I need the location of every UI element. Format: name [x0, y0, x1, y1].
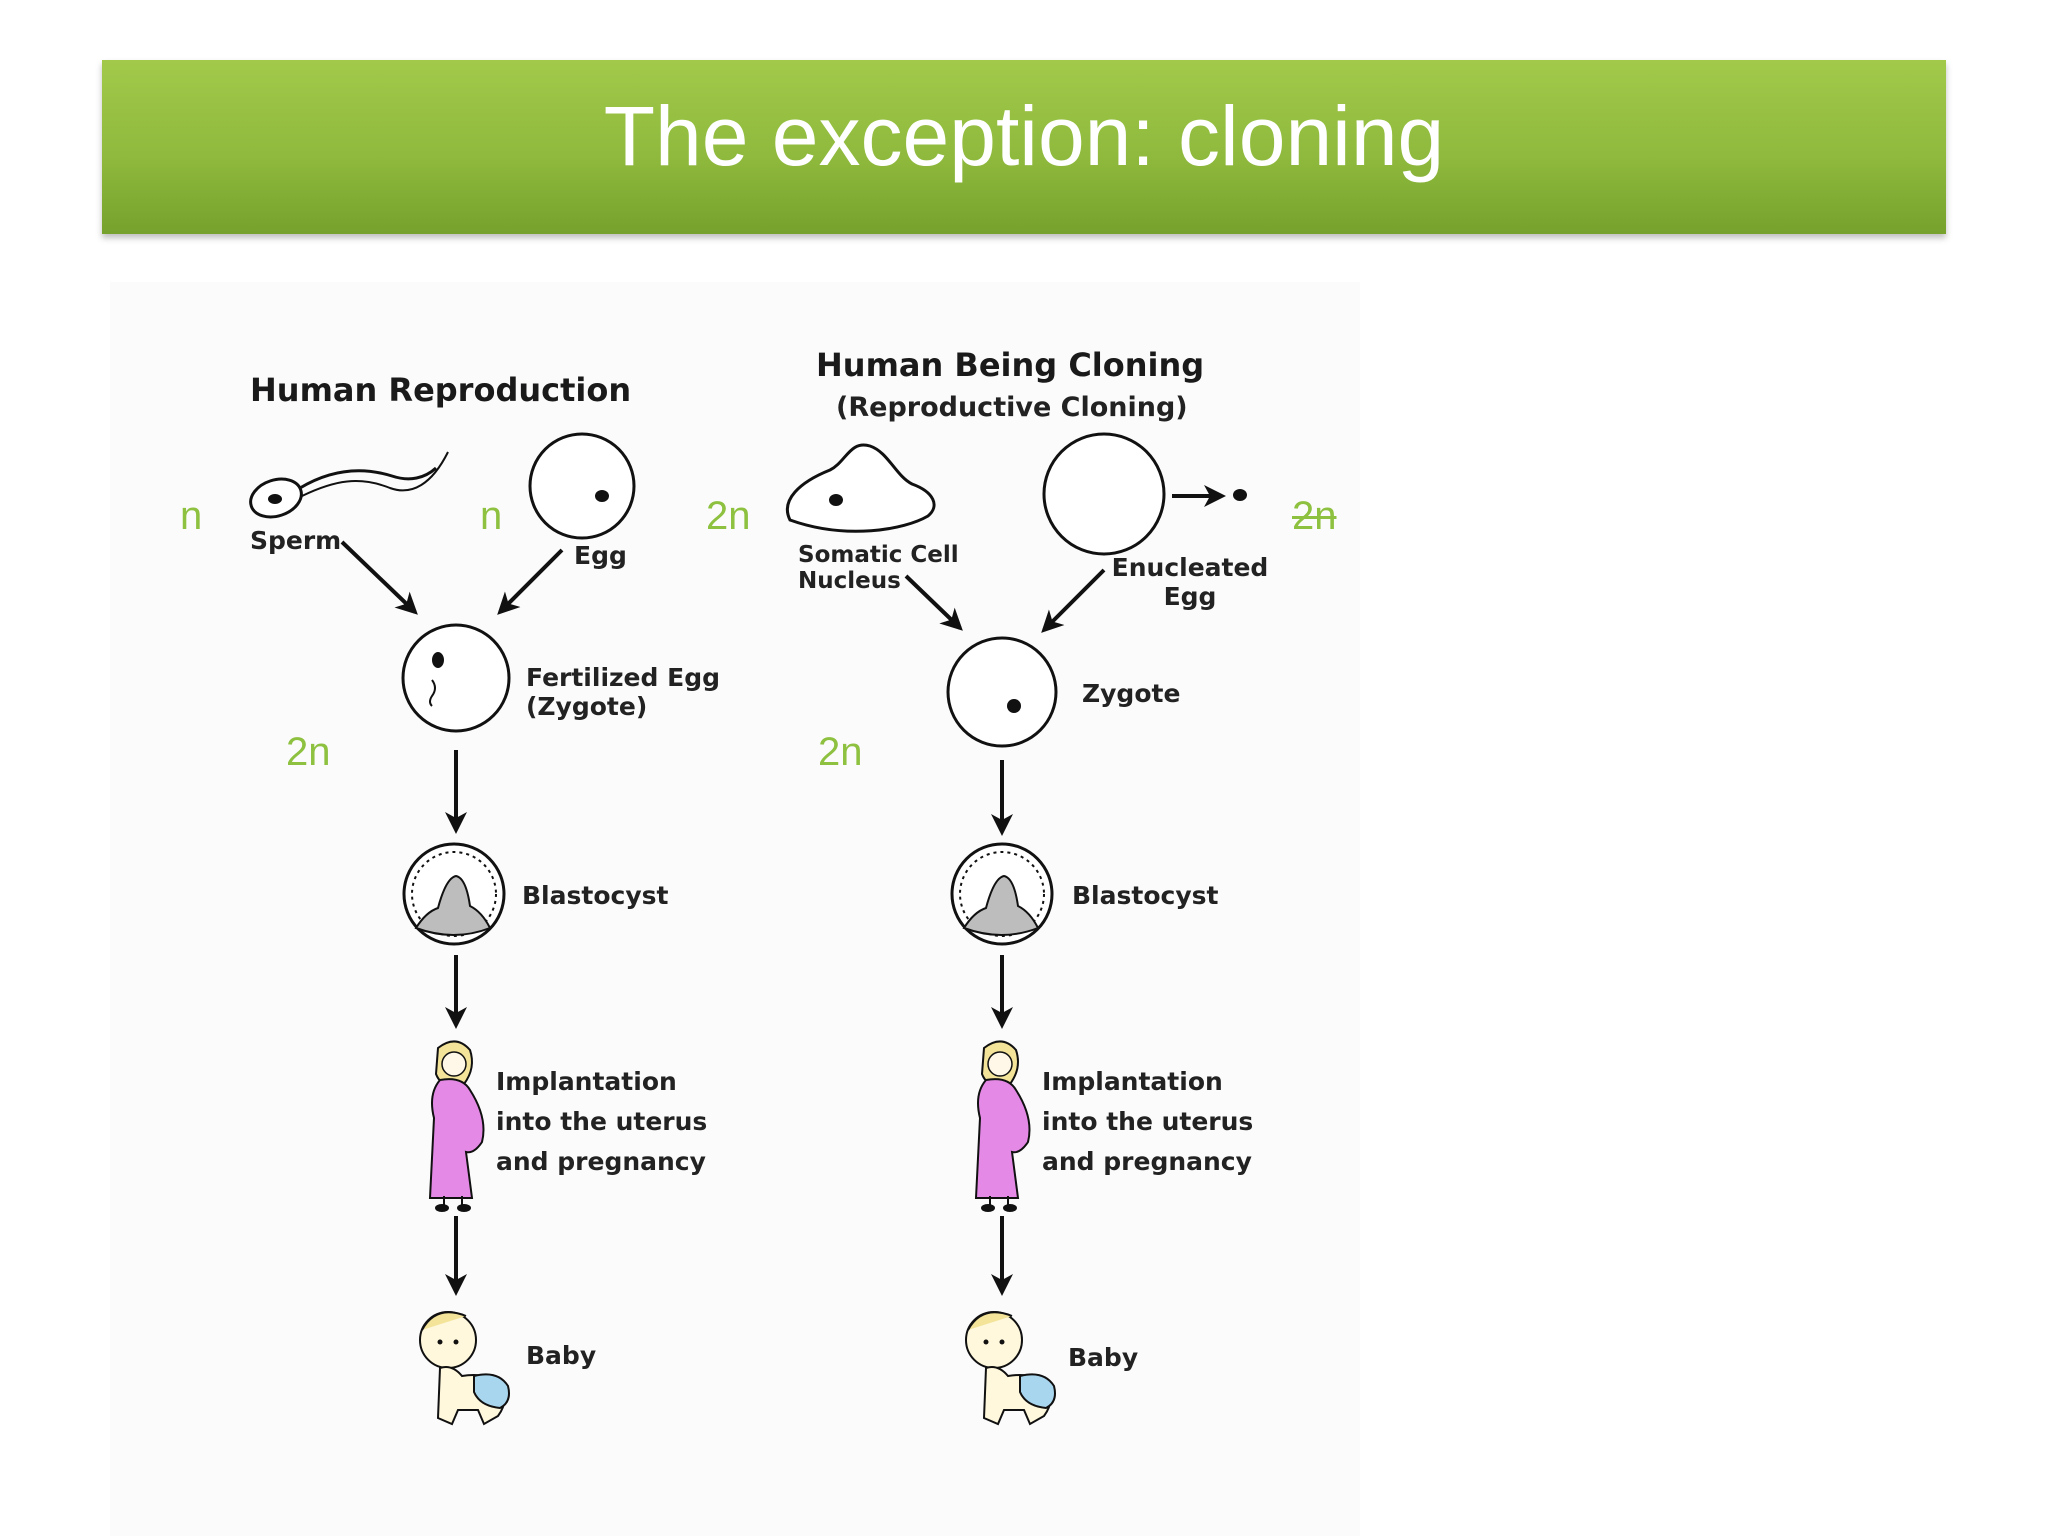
egg-arrow: [497, 548, 564, 615]
somatic-cell-label-line1: Somatic Cell: [798, 542, 959, 568]
sperm-label: Sperm: [250, 526, 342, 555]
ploidy-enucleated-egg-struck: 2n: [1292, 494, 1337, 538]
baby-label: Baby: [526, 1341, 597, 1370]
fertilized-egg-icon: [401, 623, 511, 733]
title-bar: The exception: cloning: [102, 60, 1946, 234]
enucleated-egg-label-line1: Enucleated: [1111, 553, 1269, 582]
clone-implantation-label: Implantation into the uterus and pregnan…: [1042, 1062, 1253, 1182]
implantation-label-line3: and pregnancy: [496, 1147, 706, 1176]
human-reproduction-heading: Human Reproduction: [250, 371, 632, 409]
egg-icon: [528, 432, 636, 540]
reproductive-cloning-subheading: (Reproductive Cloning): [836, 392, 1188, 423]
sperm-arrow: [340, 540, 418, 615]
somatic-cell-label-line2: Nucleus: [798, 568, 901, 595]
baby-icon: [419, 1311, 510, 1426]
implantation-label: Implantation into the uterus and pregnan…: [496, 1062, 707, 1182]
clone-implantation-label-line3: and pregnancy: [1042, 1147, 1252, 1176]
fertilized-egg-label: Fertilized Egg (Zygote): [526, 663, 720, 722]
clone-baby-label: Baby: [1068, 1343, 1139, 1372]
fertilized-egg-label-line1: Fertilized Egg: [526, 663, 720, 692]
somatic-cell-label: Somatic Cell Nucleus: [798, 542, 959, 595]
blastocyst-label: Blastocyst: [522, 881, 669, 910]
ploidy-clone-zygote: 2n: [818, 730, 863, 774]
fertilized-egg-label-line2: (Zygote): [526, 691, 648, 721]
implantation-label-line2: into the uterus: [496, 1107, 708, 1136]
somatic-arrow: [904, 574, 963, 631]
clone-blastocyst-label: Blastocyst: [1072, 881, 1219, 910]
clone-implantation-label-line1: Implantation: [1042, 1067, 1223, 1096]
somatic-cell-icon: [785, 443, 936, 533]
clone-zygote-icon: [946, 636, 1058, 748]
human-cloning-heading: Human Being Cloning: [816, 346, 1205, 384]
sperm-icon: [249, 451, 449, 519]
blastocyst-icon: [402, 842, 506, 946]
pregnant-woman-icon: [428, 1040, 485, 1212]
zygote-label: Zygote: [1082, 679, 1181, 708]
enucleated-egg-label: Enucleated Egg: [1108, 553, 1272, 612]
enucleated-arrow: [1041, 568, 1106, 633]
ploidy-egg: n: [480, 494, 503, 538]
clone-implantation-label-line2: into the uterus: [1042, 1107, 1254, 1136]
enucleated-egg-label-line2: Egg: [1163, 581, 1217, 611]
egg-label: Egg: [574, 541, 627, 570]
clone-blastocyst-icon: [950, 842, 1054, 946]
ploidy-sperm: n: [180, 494, 203, 538]
clone-baby-icon: [965, 1311, 1056, 1426]
ploidy-zygote-left: 2n: [286, 730, 331, 774]
clone-pregnant-woman-icon: [974, 1040, 1031, 1212]
enucleated-egg-icon: [1042, 432, 1247, 556]
ploidy-fertilized-egg: 2n: [706, 494, 751, 538]
implantation-label-line1: Implantation: [496, 1067, 677, 1096]
slide-title: The exception: cloning: [603, 88, 1445, 183]
